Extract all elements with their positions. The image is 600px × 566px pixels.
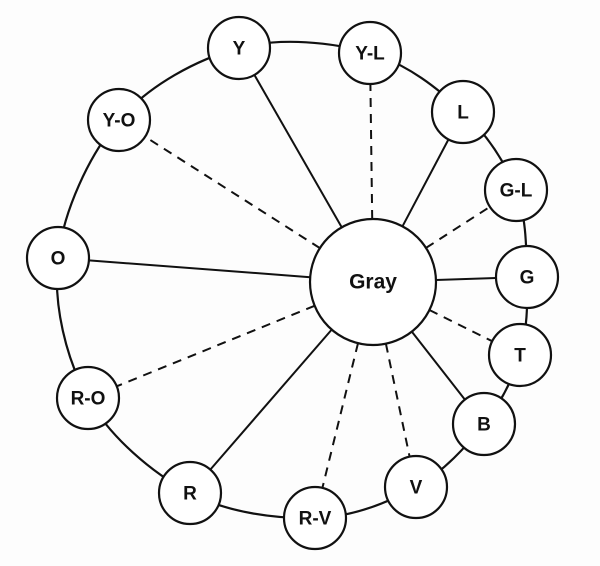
hue-node-circle: [86, 87, 152, 153]
hue-node-label: L: [457, 103, 469, 124]
spoke-r: [209, 328, 333, 471]
center-node: Gray: [308, 217, 438, 347]
hue-node-circle: [494, 244, 560, 310]
hue-node-label: R: [183, 484, 197, 505]
spoke-y-o: [144, 135, 321, 249]
hue-node-label: V: [410, 478, 423, 499]
spoke-layer: [88, 74, 497, 489]
hue-node-circle: [157, 460, 223, 526]
hue-node-circle: [282, 485, 348, 551]
spoke-v: [384, 343, 411, 457]
hue-node-circle: [55, 365, 121, 431]
spoke-l: [401, 138, 450, 227]
hue-node-circle: [487, 322, 553, 388]
hue-node-v: V: [383, 454, 449, 520]
hue-node-label: G-L: [500, 181, 533, 202]
spoke-r-o: [116, 304, 315, 388]
hue-node-r-v: R-V: [282, 485, 348, 551]
hue-node-label: G: [520, 268, 535, 289]
hue-node-circle: [483, 157, 549, 223]
spoke-y-l: [369, 83, 374, 220]
hue-node-circle: [25, 225, 91, 291]
hue-node-b: B: [451, 391, 517, 457]
hue-node-circle: [206, 15, 272, 81]
hue-node-circle: [430, 79, 496, 145]
hue-node-r: R: [157, 460, 223, 526]
hue-node-g: G: [494, 244, 560, 310]
node-layer: Y Y-L L G-L G T B V R-V R R-O O Y-O: [25, 15, 560, 551]
hue-node-label: B: [477, 415, 491, 436]
hue-node-y: Y: [206, 15, 272, 81]
hue-node-circle: [337, 20, 403, 86]
spoke-g: [435, 277, 497, 281]
hue-node-label: Y-O: [103, 111, 136, 132]
center-node-circle: [308, 217, 438, 347]
spoke-r-v: [321, 342, 359, 489]
hue-node-label: Y-L: [355, 44, 385, 65]
hue-node-r-o: R-O: [55, 365, 121, 431]
center-node-label: Gray: [349, 271, 397, 294]
hue-node-label: Y: [233, 39, 246, 60]
hue-node-label: O: [51, 249, 66, 270]
spoke-b: [411, 330, 466, 401]
hue-node-label: R-O: [71, 389, 106, 410]
hue-node-circle: [451, 391, 517, 457]
hue-node-label: T: [514, 346, 526, 367]
hue-node-circle: [383, 454, 449, 520]
hue-node-t: T: [487, 322, 553, 388]
spoke-g-l: [425, 205, 491, 249]
spoke-t: [428, 309, 493, 343]
hue-node-l: L: [430, 79, 496, 145]
hue-node-o: O: [25, 225, 91, 291]
hue-node-y-l: Y-L: [337, 20, 403, 86]
hue-node-label: R-V: [299, 509, 332, 530]
spoke-y: [253, 74, 343, 228]
hue-node-y-o: Y-O: [86, 87, 152, 153]
spoke-o: [88, 259, 311, 279]
hue-node-g-l: G-L: [483, 157, 549, 223]
